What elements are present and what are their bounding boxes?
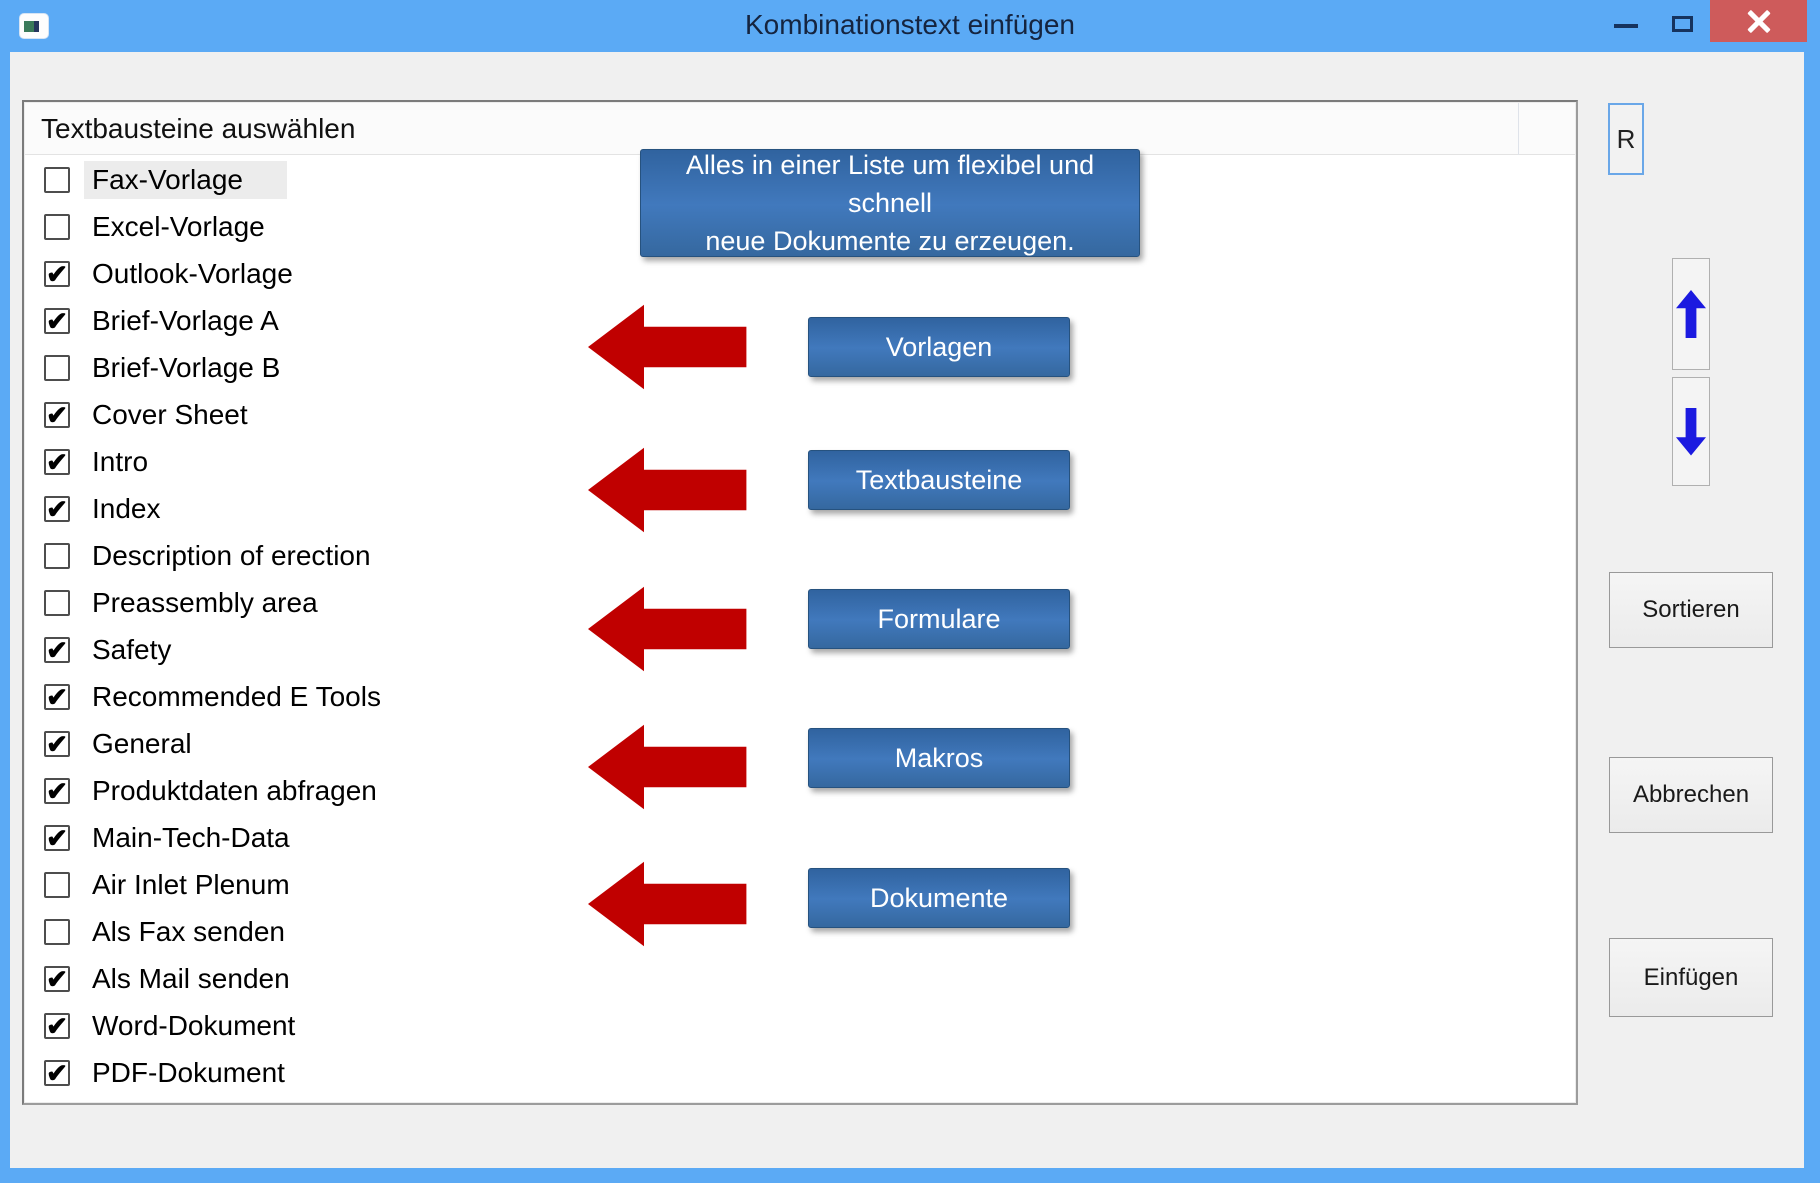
checkbox-unchecked-icon[interactable] — [44, 354, 70, 381]
list-item-label: Index — [92, 492, 161, 524]
checkbox-unchecked-icon[interactable] — [44, 589, 70, 616]
checkbox-checked-icon[interactable]: ✔ — [44, 495, 70, 522]
window-title: Kombinationstext einfügen — [745, 9, 1075, 40]
list-item-label: Intro — [92, 445, 149, 477]
list-item-label: Produktdaten abfragen — [92, 774, 377, 806]
list-item-label: Word-Dokument — [92, 1009, 296, 1041]
up-arrow-icon — [1676, 290, 1706, 338]
callout-line: Alles in einer Liste um flexibel und sch… — [685, 150, 1095, 218]
list-item[interactable]: Air Inlet Plenum — [26, 861, 1574, 908]
list-item[interactable]: ✔ Main-Tech-Data — [26, 814, 1574, 861]
close-button[interactable] — [1710, 0, 1807, 42]
checkbox-checked-icon[interactable]: ✔ — [44, 260, 70, 287]
down-arrow-icon — [1676, 407, 1706, 456]
list-item[interactable]: ✔ Word-Dokument — [26, 1002, 1574, 1049]
minimize-button[interactable] — [1598, 0, 1654, 42]
list-item[interactable]: Als Fax senden — [26, 908, 1574, 955]
annotation-label: Formulare — [808, 589, 1070, 649]
list-item-label: PDF-Dokument — [92, 1056, 285, 1088]
list-item[interactable]: ✔ Safety — [26, 626, 1574, 673]
callout-box: Alles in einer Liste um flexibel und sch… — [640, 149, 1140, 257]
list-item[interactable]: ✔ Als Mail senden — [26, 955, 1574, 1002]
list-item-label: General — [92, 727, 192, 759]
checkbox-checked-icon[interactable]: ✔ — [44, 1012, 70, 1039]
einfuegen-button[interactable]: Einfügen — [1609, 938, 1773, 1017]
checkbox-unchecked-icon[interactable] — [44, 918, 70, 945]
checkbox-unchecked-icon[interactable] — [44, 166, 70, 193]
list-item[interactable]: ✔ Recommended E Tools — [26, 673, 1574, 720]
checkbox-checked-icon[interactable]: ✔ — [44, 824, 70, 851]
list-item-label: Air Inlet Plenum — [92, 868, 290, 900]
list-item[interactable]: Description of erection — [26, 532, 1574, 579]
list-item-label: Outlook-Vorlage — [92, 257, 293, 289]
checkbox-checked-icon[interactable]: ✔ — [44, 448, 70, 475]
list-item[interactable]: ✔ General — [26, 720, 1574, 767]
checkbox-checked-icon[interactable]: ✔ — [44, 683, 70, 710]
list-item-label: Recommended E Tools — [92, 680, 381, 712]
move-down-button[interactable] — [1672, 377, 1710, 486]
list-item[interactable]: Preassembly area — [26, 579, 1574, 626]
list-item[interactable]: Excel-Vorlage — [26, 203, 1574, 250]
list-item[interactable]: ✔ PDF-Dokument — [26, 1049, 1574, 1096]
list-header-separator — [1518, 103, 1519, 155]
list-item[interactable]: ✔ Intro — [26, 438, 1574, 485]
list-item[interactable]: ✔ Outlook-Vorlage — [26, 250, 1574, 297]
list-item[interactable]: ✔ Produktdaten abfragen — [26, 767, 1574, 814]
list-item-label: Preassembly area — [92, 586, 318, 618]
list-item[interactable]: ✔ Brief-Vorlage A — [26, 297, 1574, 344]
checkbox-checked-icon[interactable]: ✔ — [44, 307, 70, 334]
list-item[interactable]: Brief-Vorlage B — [26, 344, 1574, 391]
list-item-label: Main-Tech-Data — [92, 821, 290, 853]
list-item-label: Safety — [92, 633, 172, 665]
list-item[interactable]: Fax-Vorlage — [26, 156, 1574, 203]
maximize-button[interactable] — [1656, 0, 1708, 42]
list-item-label: Description of erection — [92, 539, 371, 571]
r-button[interactable]: R — [1608, 103, 1644, 175]
annotation-label: Textbausteine — [808, 450, 1070, 510]
checkbox-checked-icon[interactable]: ✔ — [44, 636, 70, 663]
window-border-left — [0, 52, 10, 1183]
list-item-label: Fax-Vorlage — [84, 160, 287, 199]
window-border-right — [1804, 52, 1820, 1183]
annotation-label: Vorlagen — [808, 317, 1070, 377]
maximize-icon — [1671, 16, 1693, 32]
checkbox-checked-icon[interactable]: ✔ — [44, 401, 70, 428]
checkbox-checked-icon[interactable]: ✔ — [44, 1059, 70, 1086]
list-header: Textbausteine auswählen — [25, 103, 1575, 155]
window-border-bottom — [0, 1168, 1820, 1183]
abbrechen-button[interactable]: Abbrechen — [1609, 757, 1773, 833]
list-item[interactable]: ✔ Cover Sheet — [26, 391, 1574, 438]
checkbox-checked-icon[interactable]: ✔ — [44, 965, 70, 992]
callout-line: neue Dokumente zu erzeugen. — [705, 226, 1075, 256]
checkbox-unchecked-icon[interactable] — [44, 871, 70, 898]
list-item-label: Brief-Vorlage A — [92, 304, 279, 336]
list-item-label: Brief-Vorlage B — [92, 351, 281, 383]
checkbox-unchecked-icon[interactable] — [44, 213, 70, 240]
list-item-label: Als Fax senden — [92, 915, 285, 947]
list-item[interactable]: ✔ Index — [26, 485, 1574, 532]
close-icon — [1744, 6, 1774, 36]
checkbox-checked-icon[interactable]: ✔ — [44, 777, 70, 804]
checkbox-unchecked-icon[interactable] — [44, 542, 70, 569]
list-item-label: Als Mail senden — [92, 962, 290, 994]
checkbox-checked-icon[interactable]: ✔ — [44, 730, 70, 757]
minimize-icon — [1614, 24, 1638, 28]
move-up-button[interactable] — [1672, 258, 1710, 370]
title-bar: Kombinationstext einfügen — [0, 0, 1820, 52]
annotation-label: Dokumente — [808, 868, 1070, 928]
list-item-label: Cover Sheet — [92, 398, 248, 430]
list-item-label: Excel-Vorlage — [92, 210, 265, 242]
annotation-label: Makros — [808, 728, 1070, 788]
app-icon — [19, 13, 49, 39]
sortieren-button[interactable]: Sortieren — [1609, 572, 1773, 648]
